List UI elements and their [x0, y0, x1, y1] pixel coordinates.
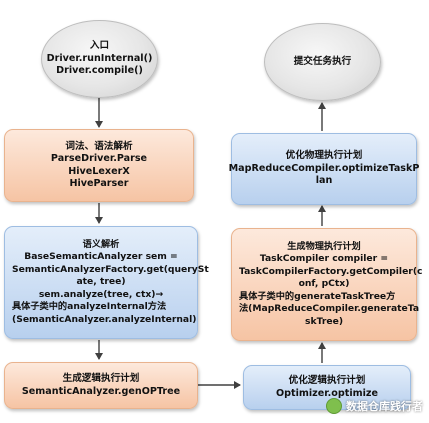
optimize-physical-node: 优化物理执行计划 MapReduceCompiler.optimizeTaskP…	[228, 133, 420, 205]
physical-plan-node: 生成物理执行计划 TaskCompiler compiler = TaskCom…	[231, 228, 423, 341]
submit-node: 提交任务执行	[264, 23, 381, 101]
semantic-line-3: ate, tree)	[76, 276, 126, 288]
optimize-logical-line-1: Optimizer.optimize	[276, 387, 378, 399]
entry-title: 入口	[89, 40, 110, 52]
physical-plan-line-6: skTree)	[304, 315, 344, 327]
physical-plan-line-1: TaskCompiler compiler =	[259, 253, 389, 265]
semantic-line-1: BaseSemanticAnalyzer sem =	[24, 251, 178, 263]
entry-line-2: Driver.compile()	[56, 65, 143, 77]
semantic-line-4: sem.analyze(tree, ctx)→	[38, 288, 164, 300]
physical-plan-title: 生成物理执行计划	[287, 241, 361, 253]
physical-plan-line-3: onf, pCtx)	[298, 278, 350, 290]
logical-plan-node: 生成逻辑执行计划 SemanticAnalyzer.genOPTree	[4, 362, 198, 409]
wechat-icon	[326, 398, 342, 414]
entry-line-1: Driver.runInternal()	[46, 52, 153, 64]
logical-plan-title: 生成逻辑执行计划	[62, 373, 140, 384]
optimize-physical-line-2: lan	[315, 175, 333, 187]
watermark: 数据仓库践行者	[326, 398, 423, 414]
optimize-physical-title: 优化物理执行计划	[285, 150, 363, 162]
lexer-line-1: ParseDriver.Parse	[50, 153, 148, 164]
lexer-line-3: HiveParser	[69, 178, 129, 189]
lexer-parser-node: 词法、语法解析 ParseDriver.Parse HiveLexerX Hiv…	[4, 129, 194, 202]
physical-plan-line-2: TaskCompilerFactory.getCompiler(c	[239, 265, 423, 277]
semantic-title: 语义解析	[82, 239, 120, 251]
physical-plan-line-5: 法(MapReduceCompiler.generateTa	[239, 303, 420, 315]
semantic-line-5: 具体子类中的analyzeInternal方法	[12, 301, 167, 313]
lexer-title: 词法、语法解析	[65, 140, 133, 152]
logical-plan-line-1: SemanticAnalyzer.genOPTree	[21, 385, 181, 397]
submit-title: 提交任务执行	[293, 55, 352, 67]
semantic-analysis-node: 语义解析 BaseSemanticAnalyzer sem = Semantic…	[4, 226, 209, 339]
semantic-line-2: SemanticAnalyzerFactory.get(querySt	[12, 263, 209, 275]
lexer-line-2: HiveLexerX	[68, 165, 130, 177]
semantic-line-6: (SemanticAnalyzer.analyzeInternal)	[12, 313, 197, 325]
physical-plan-line-4: 具体子类中的generateTaskTree方	[239, 290, 396, 302]
watermark-text: 数据仓库践行者	[346, 400, 423, 413]
optimize-logical-title: 优化逻辑执行计划	[288, 375, 366, 386]
entry-node: 入口 Driver.runInternal() Driver.compile()	[41, 20, 158, 98]
optimize-physical-line-1: MapReduceCompiler.optimizeTaskP	[228, 162, 420, 174]
